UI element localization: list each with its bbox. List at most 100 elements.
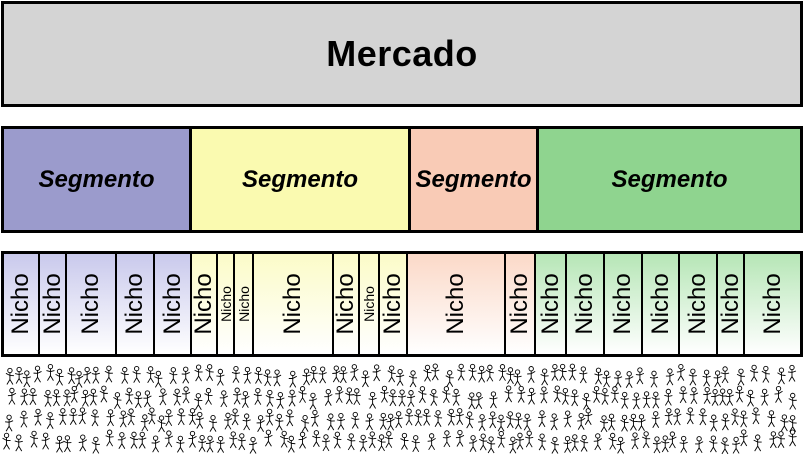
person-icon [506, 411, 515, 429]
person-icon [105, 429, 114, 447]
person-icon [5, 367, 14, 385]
person-icon [332, 365, 341, 383]
person-icon [365, 413, 374, 431]
person-icon [78, 434, 87, 452]
person-icon [14, 434, 23, 452]
person-icon [788, 392, 797, 410]
person-icon [408, 370, 418, 388]
person-icon [688, 368, 697, 386]
person-icon [508, 436, 518, 454]
person-icon [760, 388, 769, 406]
niche-box: Nicho [40, 254, 67, 354]
person-icon [664, 408, 673, 425]
person-icon [285, 409, 294, 427]
person-icon [81, 389, 90, 407]
person-icon [485, 364, 494, 382]
person-icon [593, 433, 602, 451]
person-icon [418, 386, 427, 403]
person-icon [641, 431, 651, 449]
person-icon [788, 415, 797, 433]
person-icon [679, 435, 688, 453]
person-icon [550, 363, 560, 381]
person-icon [318, 366, 327, 384]
person-icon [43, 389, 52, 407]
segment-label: Segmento [611, 165, 728, 193]
person-icon [157, 415, 166, 433]
person-icon [523, 413, 532, 431]
person-icon [414, 409, 423, 427]
person-icon [582, 392, 591, 410]
person-icon [298, 386, 307, 403]
person-icon [649, 370, 659, 388]
person-icon [433, 410, 443, 427]
person-icon [154, 370, 163, 388]
person-icon [477, 365, 486, 383]
person-icon [732, 436, 741, 454]
person-icon [608, 432, 617, 450]
person-icon [62, 389, 72, 407]
person-icon [515, 432, 525, 450]
person-icon [780, 414, 789, 432]
niche-label: Nicho [442, 273, 469, 335]
person-icon [345, 387, 354, 405]
segment-box: Segmento [539, 129, 800, 230]
person-icon [423, 364, 432, 382]
person-icon [642, 391, 651, 409]
niche-label: Nicho [380, 273, 406, 335]
person-icon [194, 364, 203, 382]
person-icon [302, 368, 311, 386]
person-icon [787, 364, 797, 382]
person-icon [602, 370, 611, 388]
person-icon [679, 386, 688, 404]
niche-box: Nicho [643, 254, 680, 354]
person-icon [713, 370, 722, 388]
person-icon [46, 363, 55, 381]
person-icon [7, 387, 17, 405]
person-icon [445, 370, 454, 387]
person-icon [427, 433, 436, 451]
niche-box: Nicho [680, 254, 718, 354]
person-icon [20, 388, 29, 406]
person-icon [120, 366, 129, 384]
person-icon [324, 388, 333, 406]
person-icon [359, 434, 368, 452]
niche-box: Nicho [745, 254, 800, 354]
person-icon [632, 392, 641, 410]
niche-label: Nicho [361, 286, 377, 322]
person-icon [194, 393, 203, 410]
person-icon [276, 391, 285, 409]
person-icon [584, 408, 593, 425]
person-icon [205, 364, 214, 381]
person-icon [140, 414, 149, 432]
person-icon [442, 386, 451, 404]
person-icon [380, 385, 389, 403]
person-icon [372, 364, 381, 382]
person-icon [300, 414, 310, 432]
person-icon [709, 414, 718, 432]
niche-label: Nicho [536, 273, 564, 335]
person-icon [665, 368, 675, 386]
person-icon [208, 414, 218, 432]
person-icon [474, 392, 484, 409]
niche-label: Nicho [77, 273, 104, 335]
person-icon [237, 433, 246, 451]
person-icon [204, 387, 213, 405]
person-icon [147, 407, 156, 425]
person-icon [264, 429, 273, 447]
niche-label: Nicho [235, 286, 252, 322]
person-icon [776, 431, 786, 449]
niche-label: Nicho [40, 273, 66, 335]
person-icon [651, 391, 660, 409]
niche-label: Nicho [192, 273, 217, 335]
person-icon [34, 408, 43, 426]
person-icon [457, 363, 466, 381]
person-icon [288, 389, 297, 407]
person-icon [321, 434, 331, 452]
niche-label: Nicho [609, 273, 636, 335]
person-icon [22, 370, 31, 388]
person-icon [230, 408, 240, 426]
person-icon [767, 410, 776, 428]
person-icon [119, 410, 128, 428]
niche-label: Nicho [506, 273, 533, 335]
person-icon [625, 371, 634, 388]
